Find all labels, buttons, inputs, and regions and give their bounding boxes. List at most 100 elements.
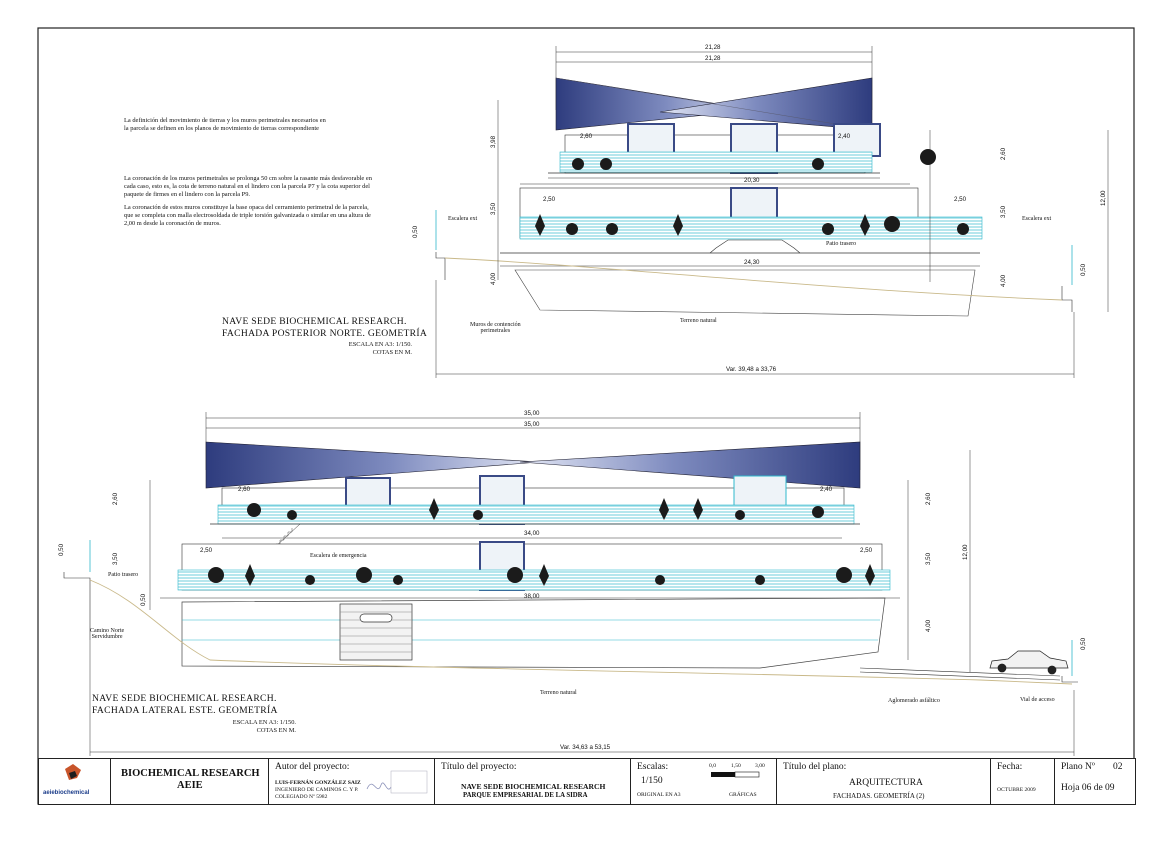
scale-original: ORIGINAL EN A3 <box>637 792 681 798</box>
date-cell: Fecha: OCTUBRE 2009 <box>991 759 1055 804</box>
company-cell: BIOCHEMICAL RESEARCH AEIE <box>111 759 269 804</box>
natural-terrain-line <box>444 257 1063 301</box>
vdim-label: 0,50 <box>1080 637 1087 650</box>
note-line: que se completa con malla electrosoldada… <box>124 211 371 219</box>
title-line: NAVE SEDE BIOCHEMICAL RESEARCH. <box>222 316 407 327</box>
scale-value: 1/150 <box>641 776 663 786</box>
upper-railing <box>559 151 873 173</box>
vdim-label: 2,60 <box>1000 147 1007 160</box>
note-line: 2,00 m desde la coronación de muros. <box>124 220 221 228</box>
north-elevation <box>435 46 1109 378</box>
east-roof-right <box>519 441 861 489</box>
note-line: La definición del movimiento de tierras … <box>124 117 326 124</box>
vdim-label: 3,50 <box>1000 205 1007 218</box>
label-patio: Patio trasero <box>108 572 139 578</box>
note-line: cada caso, esto es, la cota de terreno n… <box>124 183 370 191</box>
label-retaining-walls: Muros de contención perimetrales <box>470 322 521 334</box>
east-title: NAVE SEDE BIOCHEMICAL RESEARCH. FACHADA … <box>92 693 278 717</box>
company-name: BIOCHEMICAL RESEARCH <box>121 768 260 779</box>
scales-cell: Escalas: 1/150 ORIGINAL EN A3 0,0 1,50 3… <box>631 759 777 804</box>
dim-label: 2,50 <box>954 196 967 203</box>
drawing-title: ARQUITECTURA <box>849 778 923 788</box>
dim-label: 2,50 <box>543 196 556 203</box>
author-label: Autor del proyecto: <box>275 762 350 772</box>
east-roof-left <box>205 441 541 489</box>
date-label: Fecha: <box>997 762 1023 772</box>
project-cell: Título del proyecto: NAVE SEDE BIOCHEMIC… <box>435 759 631 804</box>
east-scale: ESCALA EN A3: 1/150. COTAS EN M. <box>186 719 296 735</box>
vdim-label: 12,00 <box>962 544 969 560</box>
author-name: LUIS-FERNÁN GONZÁLEZ SAIZ <box>275 780 361 786</box>
dim-label: 38,00 <box>524 593 540 600</box>
scale-text: ESCALA EN A3: 1/150. <box>348 341 412 348</box>
note-line: paquete de firmes en el lindero con la p… <box>124 191 250 199</box>
label-asphalt: Aglomerado asfáltico <box>888 698 940 704</box>
label-terrain: Terreno natural <box>680 318 717 324</box>
dim-label: 2,50 <box>200 547 213 554</box>
sheet-number-cell: Plano Nº 02 Hoja 06 de 09 <box>1055 759 1135 804</box>
car-icon <box>989 650 1069 675</box>
graphic-label: GRÁFICAS <box>729 792 757 798</box>
sheet-count: Hoja 06 de 09 <box>1061 783 1115 793</box>
date-value: OCTUBRE 2009 <box>997 787 1036 793</box>
signature-stamp-icon <box>366 770 428 794</box>
dim-label: Var. 34,63 a 53,15 <box>560 744 611 751</box>
project-title: NAVE SEDE BIOCHEMICAL RESEARCH <box>461 782 606 791</box>
label-stair-left: Escalera ext <box>448 216 478 222</box>
graphic-scale-bar <box>711 771 760 778</box>
dim-label: 2,60 <box>238 486 251 493</box>
north-scale: ESCALA EN A3: 1/150. COTAS EN M. <box>300 341 412 357</box>
author-colegiado: COLEGIADO Nº 5982 <box>275 794 328 800</box>
note-earthworks: La definición del movimiento de tierras … <box>124 117 326 133</box>
dim-label: 35,00 <box>524 410 540 417</box>
dim-label: 20,30 <box>744 177 760 184</box>
graphic-scale-2: 3,00 <box>755 763 765 769</box>
drawing-subtitle: FACHADAS. GEOMETRÍA (2) <box>833 792 925 800</box>
label-line: Servidumbre <box>91 634 123 640</box>
logo-text: aeiebiochemical <box>43 790 90 796</box>
north-title: NAVE SEDE BIOCHEMICAL RESEARCH. FACHADA … <box>222 316 427 340</box>
dim-label: 34,00 <box>524 530 540 537</box>
scale-text: ESCALA EN A3: 1/150. <box>232 719 296 726</box>
title-line: FACHADA POSTERIOR NORTE. GEOMETRÍA <box>222 328 428 339</box>
east-plants <box>208 498 875 586</box>
roof-left-wing <box>555 77 757 131</box>
dim-label: 21,28 <box>705 44 721 51</box>
title-block: aeiebiochemical BIOCHEMICAL RESEARCH AEI… <box>38 758 1136 805</box>
label-patio: Patio trasero <box>826 241 857 247</box>
graphic-scale-0: 0,0 <box>709 763 716 769</box>
note-line: la parcela se definen en los planos de m… <box>124 125 320 133</box>
note-line: La coronación de los muros perimetrales … <box>124 175 372 182</box>
vdim-label: 0,50 <box>412 225 419 238</box>
label-terrain: Terreno natural <box>540 690 577 696</box>
vdim-label: 3,50 <box>112 552 119 565</box>
title-line: FACHADA LATERAL ESTE. GEOMETRÍA <box>92 705 278 716</box>
vdim-label: 4,00 <box>925 619 932 632</box>
author-role: INGENIERO DE CAMINOS C. Y P. <box>275 787 359 793</box>
garage-door <box>339 603 413 661</box>
dim-label: 24,30 <box>744 259 760 266</box>
vdim-label: 12,00 <box>1100 190 1107 206</box>
author-cell: Autor del proyecto: LUIS-FERNÁN GONZÁLEZ… <box>269 759 435 804</box>
units-text: COTAS EN M. <box>256 727 296 734</box>
label-line: Muros de contención <box>470 322 521 328</box>
label-north-path: Camino Norte Servidumbre <box>90 628 124 640</box>
project-subtitle: PARQUE EMPRESARIAL DE LA SIDRA <box>463 792 588 799</box>
north-plants <box>535 149 969 236</box>
plan-number-value: 02 <box>1113 762 1123 772</box>
units-text: COTAS EN M. <box>372 349 412 356</box>
lower-railing <box>519 216 983 240</box>
scales-label: Escalas: <box>637 762 669 772</box>
vdim-label: 0,50 <box>58 543 65 556</box>
dim-label: 2,40 <box>820 486 833 493</box>
dim-label: 2,50 <box>860 547 873 554</box>
note-walls: La coronación de los muros perimetrales … <box>124 175 394 228</box>
drawing-title-label: Título del plano: <box>783 762 847 772</box>
vdim-label: 2,60 <box>112 492 119 505</box>
label-line: Camino Norte <box>90 628 125 634</box>
graphic-scale-1: 1,50 <box>731 763 741 769</box>
dim-label: 2,40 <box>838 133 851 140</box>
company-logo-icon <box>65 764 81 780</box>
